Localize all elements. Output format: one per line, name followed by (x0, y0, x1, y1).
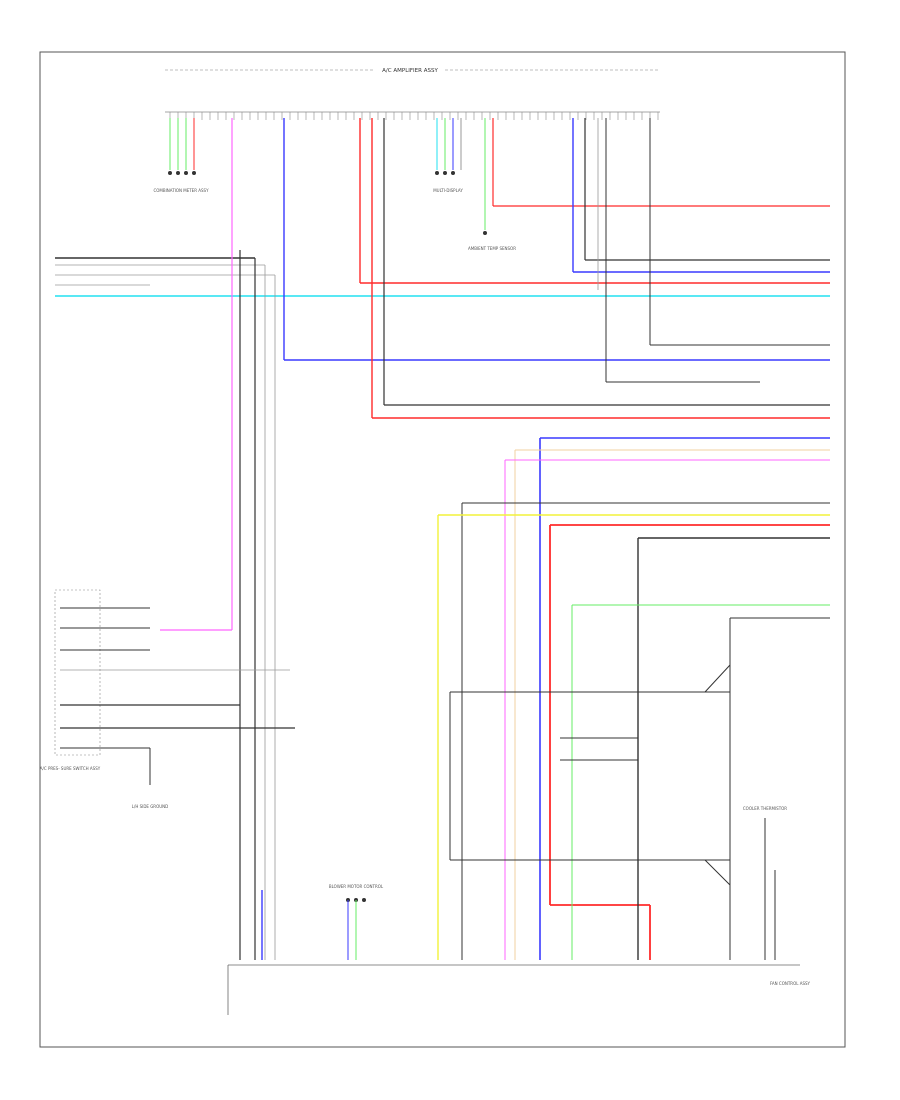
connector-pins (169, 112, 659, 120)
top-mid-connector: MULTI-DISPLAY AMBIENT TEMP SENSOR (433, 118, 516, 251)
bottom-connector-bar (227, 964, 800, 1015)
vertical-wires (160, 118, 830, 960)
diagram-frame (39, 51, 846, 1048)
right-bottom-ground-label: FAN CONTROL ASSY (770, 981, 811, 986)
top-left-connector-label: COMBINATION METER ASSY (153, 188, 209, 193)
top-mid-sensor-label: AMBIENT TEMP SENSOR (468, 246, 516, 251)
left-switch-label: A/C PRES- SURE SWITCH ASSY (40, 766, 101, 771)
ac-amplifier-connector: A/C AMPLIFIER ASSY (165, 68, 660, 120)
right-bottom-block-label: COOLER THERMISTOR (743, 806, 787, 811)
top-mid-connector-label: MULTI-DISPLAY (433, 188, 463, 193)
left-switch-block: A/C PRES- SURE SWITCH ASSY L/H SIDE GROU… (40, 589, 295, 809)
lower-right-bundle (437, 437, 830, 960)
header-label: A/C AMPLIFIER ASSY (382, 68, 438, 74)
top-left-connector: COMBINATION METER ASSY (153, 118, 209, 193)
bottom-mid-connector: BLOWER MOTOR CONTROL (261, 884, 384, 960)
left-harness (55, 257, 830, 297)
left-ground-label: L/H SIDE GROUND (132, 804, 168, 809)
bottom-mid-connector-label: BLOWER MOTOR CONTROL (329, 884, 384, 889)
right-bottom-component: COOLER THERMISTOR FAN CONTROL ASSY (743, 806, 811, 986)
